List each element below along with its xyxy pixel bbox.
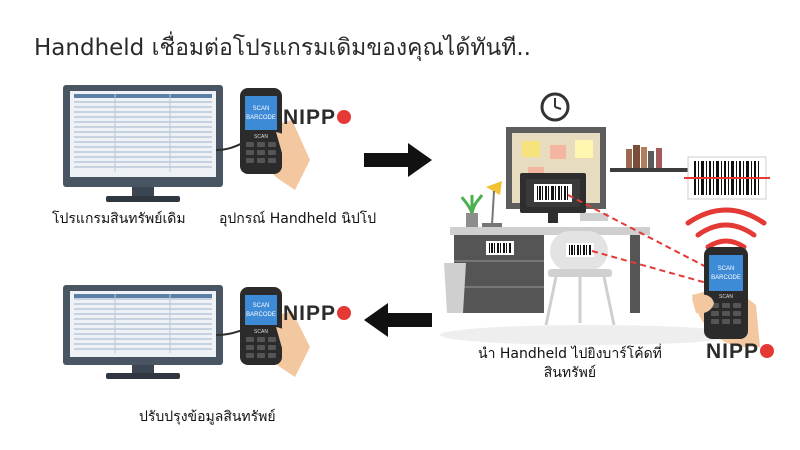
arrow-left-icon xyxy=(364,303,432,337)
svg-text:SCAN: SCAN xyxy=(254,329,268,335)
barcode-on-chair xyxy=(566,243,594,257)
trash-bin xyxy=(444,263,466,313)
nippo-logo-right: NIPP xyxy=(706,340,775,364)
caption-scan: นำ Handheld ไปยิงบาร์โค้ดที่ สินทรัพย์ xyxy=(478,345,662,383)
laser-beams xyxy=(567,194,715,286)
monitor-screen xyxy=(70,91,216,177)
desk-top xyxy=(450,227,650,235)
svg-text:SCAN: SCAN xyxy=(253,303,270,309)
nippo-logo-top: NIPP xyxy=(283,106,352,130)
keyboard xyxy=(580,213,608,221)
svg-text:SCAN: SCAN xyxy=(254,134,268,140)
books xyxy=(626,145,662,168)
svg-text:BARCODE: BARCODE xyxy=(246,115,276,121)
clock-icon xyxy=(540,92,570,122)
svg-text:SCAN: SCAN xyxy=(719,294,733,300)
svg-text:SCAN: SCAN xyxy=(718,266,735,272)
caption-update: ปรับปรุงข้อมูลสินทรัพย์ xyxy=(139,409,276,425)
nippo-logo-bottom: NIPP xyxy=(283,302,352,326)
signal-waves-icon xyxy=(685,207,767,250)
svg-text:BARCODE: BARCODE xyxy=(246,312,276,318)
desk-lamp xyxy=(482,181,502,227)
arrow-right-icon xyxy=(364,143,432,177)
caption-legacy-program: โปรแกรมสินทรัพย์เดิม xyxy=(52,211,186,227)
caption-handheld-device: อุปกรณ์ Handheld นิปโป xyxy=(219,211,377,227)
caption-scan-line1: นำ Handheld ไปยิงบาร์โค้ดที่ xyxy=(478,346,662,362)
barcode-on-monitor xyxy=(534,184,572,202)
plant xyxy=(460,194,484,229)
barcode-large xyxy=(684,156,770,200)
office-scan-scene: SCAN BARCODE SCAN xyxy=(440,92,770,347)
svg-text:BARCODE: BARCODE xyxy=(711,275,741,281)
caption-scan-line2: สินทรัพย์ xyxy=(543,365,597,381)
barcode-on-desk xyxy=(486,241,514,255)
spreadsheet-rows xyxy=(74,96,212,168)
shelf xyxy=(610,168,692,172)
updated-program-illustration: SCAN BARCODE SCAN xyxy=(63,285,310,379)
legacy-program-illustration: SCAN BARCODE SCAN xyxy=(63,85,310,202)
svg-text:SCAN: SCAN xyxy=(253,106,270,112)
page-title: Handheld เชื่อมต่อโปรแกรมเดิมของคุณได้ทั… xyxy=(34,35,531,61)
